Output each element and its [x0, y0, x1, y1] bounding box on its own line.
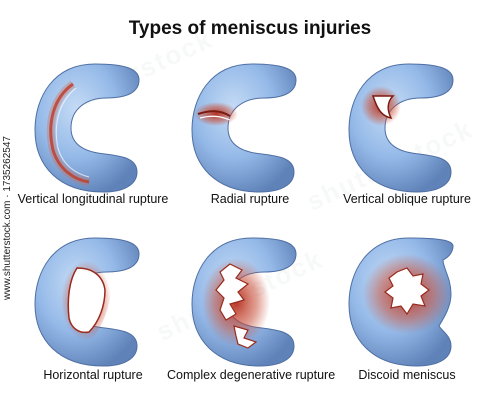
discoid-meniscus-icon: [348, 237, 454, 367]
meniscus-complex-tear-icon: [191, 237, 297, 367]
injury-grid: Vertical longitudinal rupture Radial rup…: [10, 58, 490, 382]
meniscus-radial-tear-icon: [191, 63, 297, 193]
injury-label: Discoid meniscus: [358, 368, 456, 382]
injury-label: Vertical longitudinal rupture: [17, 192, 169, 206]
meniscus-oblique-tear-icon: [348, 63, 454, 193]
injury-card: Horizontal rupture: [10, 234, 176, 414]
meniscus-horizontal-tear-icon: [34, 237, 140, 367]
meniscus-longitudinal-tear-icon: [34, 63, 140, 193]
injury-label: Vertical oblique rupture: [343, 192, 471, 206]
injury-card: Complex degenerative rupture: [167, 234, 336, 414]
injury-card: Vertical longitudinal rupture: [10, 58, 176, 238]
injury-card: Radial rupture: [167, 58, 333, 238]
injury-card: Vertical oblique rupture: [324, 58, 490, 238]
page-title: Types of meniscus injuries: [128, 18, 372, 39]
stock-id: www.shutterstock.com · 1735262547: [2, 136, 13, 300]
injury-label: Radial rupture: [210, 192, 290, 206]
injury-label: Complex degenerative rupture: [167, 368, 336, 382]
injury-label: Horizontal rupture: [43, 368, 143, 382]
injury-card: Discoid meniscus: [324, 234, 490, 414]
